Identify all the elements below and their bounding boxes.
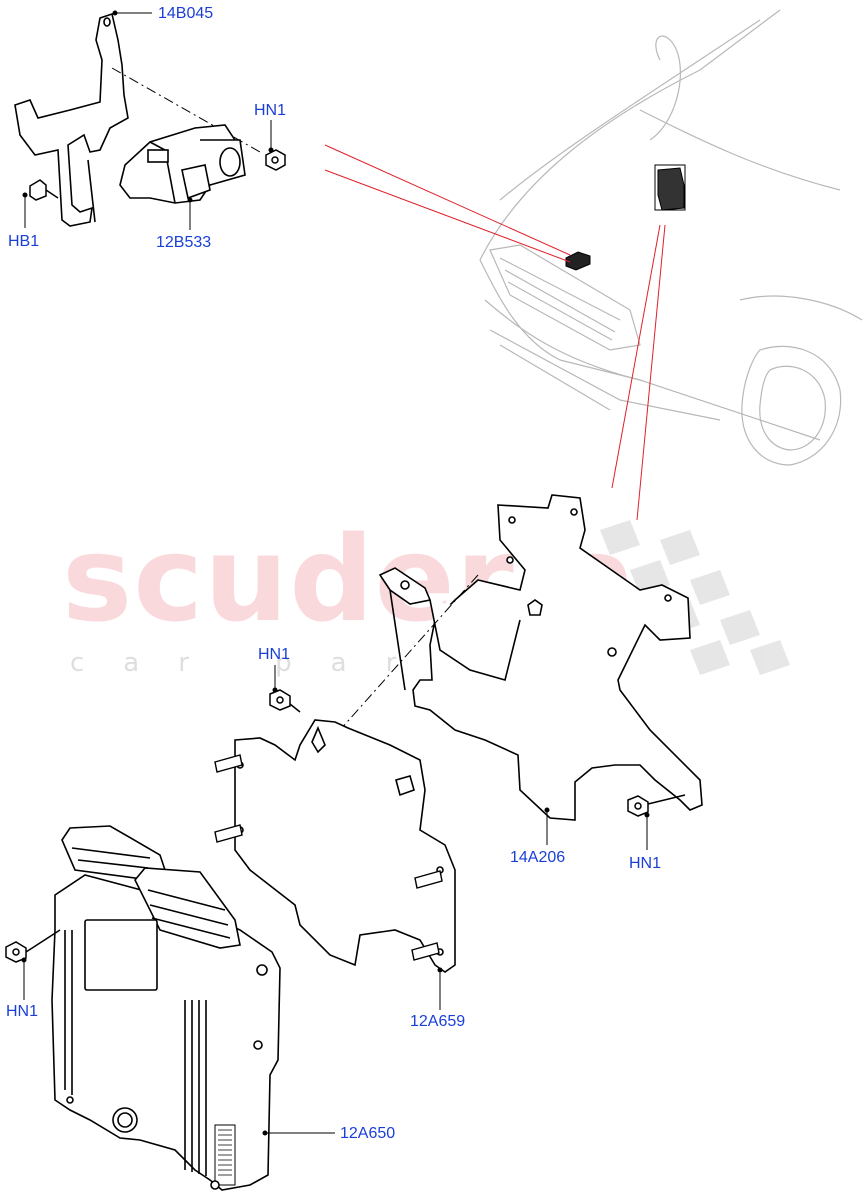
nut-right-icon	[627, 794, 686, 817]
stud-icons	[214, 754, 443, 961]
label-14A206: 14A206	[510, 849, 566, 866]
nut-mid-icon	[269, 689, 301, 713]
label-hn1-left: HN1	[6, 1003, 39, 1020]
label-hn1-right: HN1	[629, 855, 662, 872]
bracket-14A206	[378, 494, 703, 821]
vehicle-outline	[479, 9, 862, 466]
label-12A659: 12A659	[410, 1013, 466, 1030]
callout-lines	[324, 144, 666, 521]
bolt-HB1	[29, 179, 59, 201]
module-on-car-icon	[565, 164, 686, 271]
label-14B045: 14B045	[158, 5, 214, 22]
label-12A650: 12A650	[340, 1125, 396, 1142]
label-12B533: 12B533	[156, 234, 212, 251]
bracket-14B045	[14, 12, 261, 227]
label-hb1: HB1	[8, 233, 40, 250]
label-hn1-top: HN1	[254, 102, 287, 119]
leader-lines	[21, 10, 650, 1136]
label-hn1-mid: HN1	[258, 646, 291, 663]
watermark-tagline: car parts	[70, 648, 538, 678]
ecu-module-12A650	[51, 825, 281, 1191]
nut-left-icon	[5, 929, 61, 963]
connector-12B533	[119, 124, 246, 204]
nut-top-icon	[265, 149, 286, 171]
bracket-12A659	[234, 719, 456, 973]
alignment-line	[339, 574, 479, 731]
